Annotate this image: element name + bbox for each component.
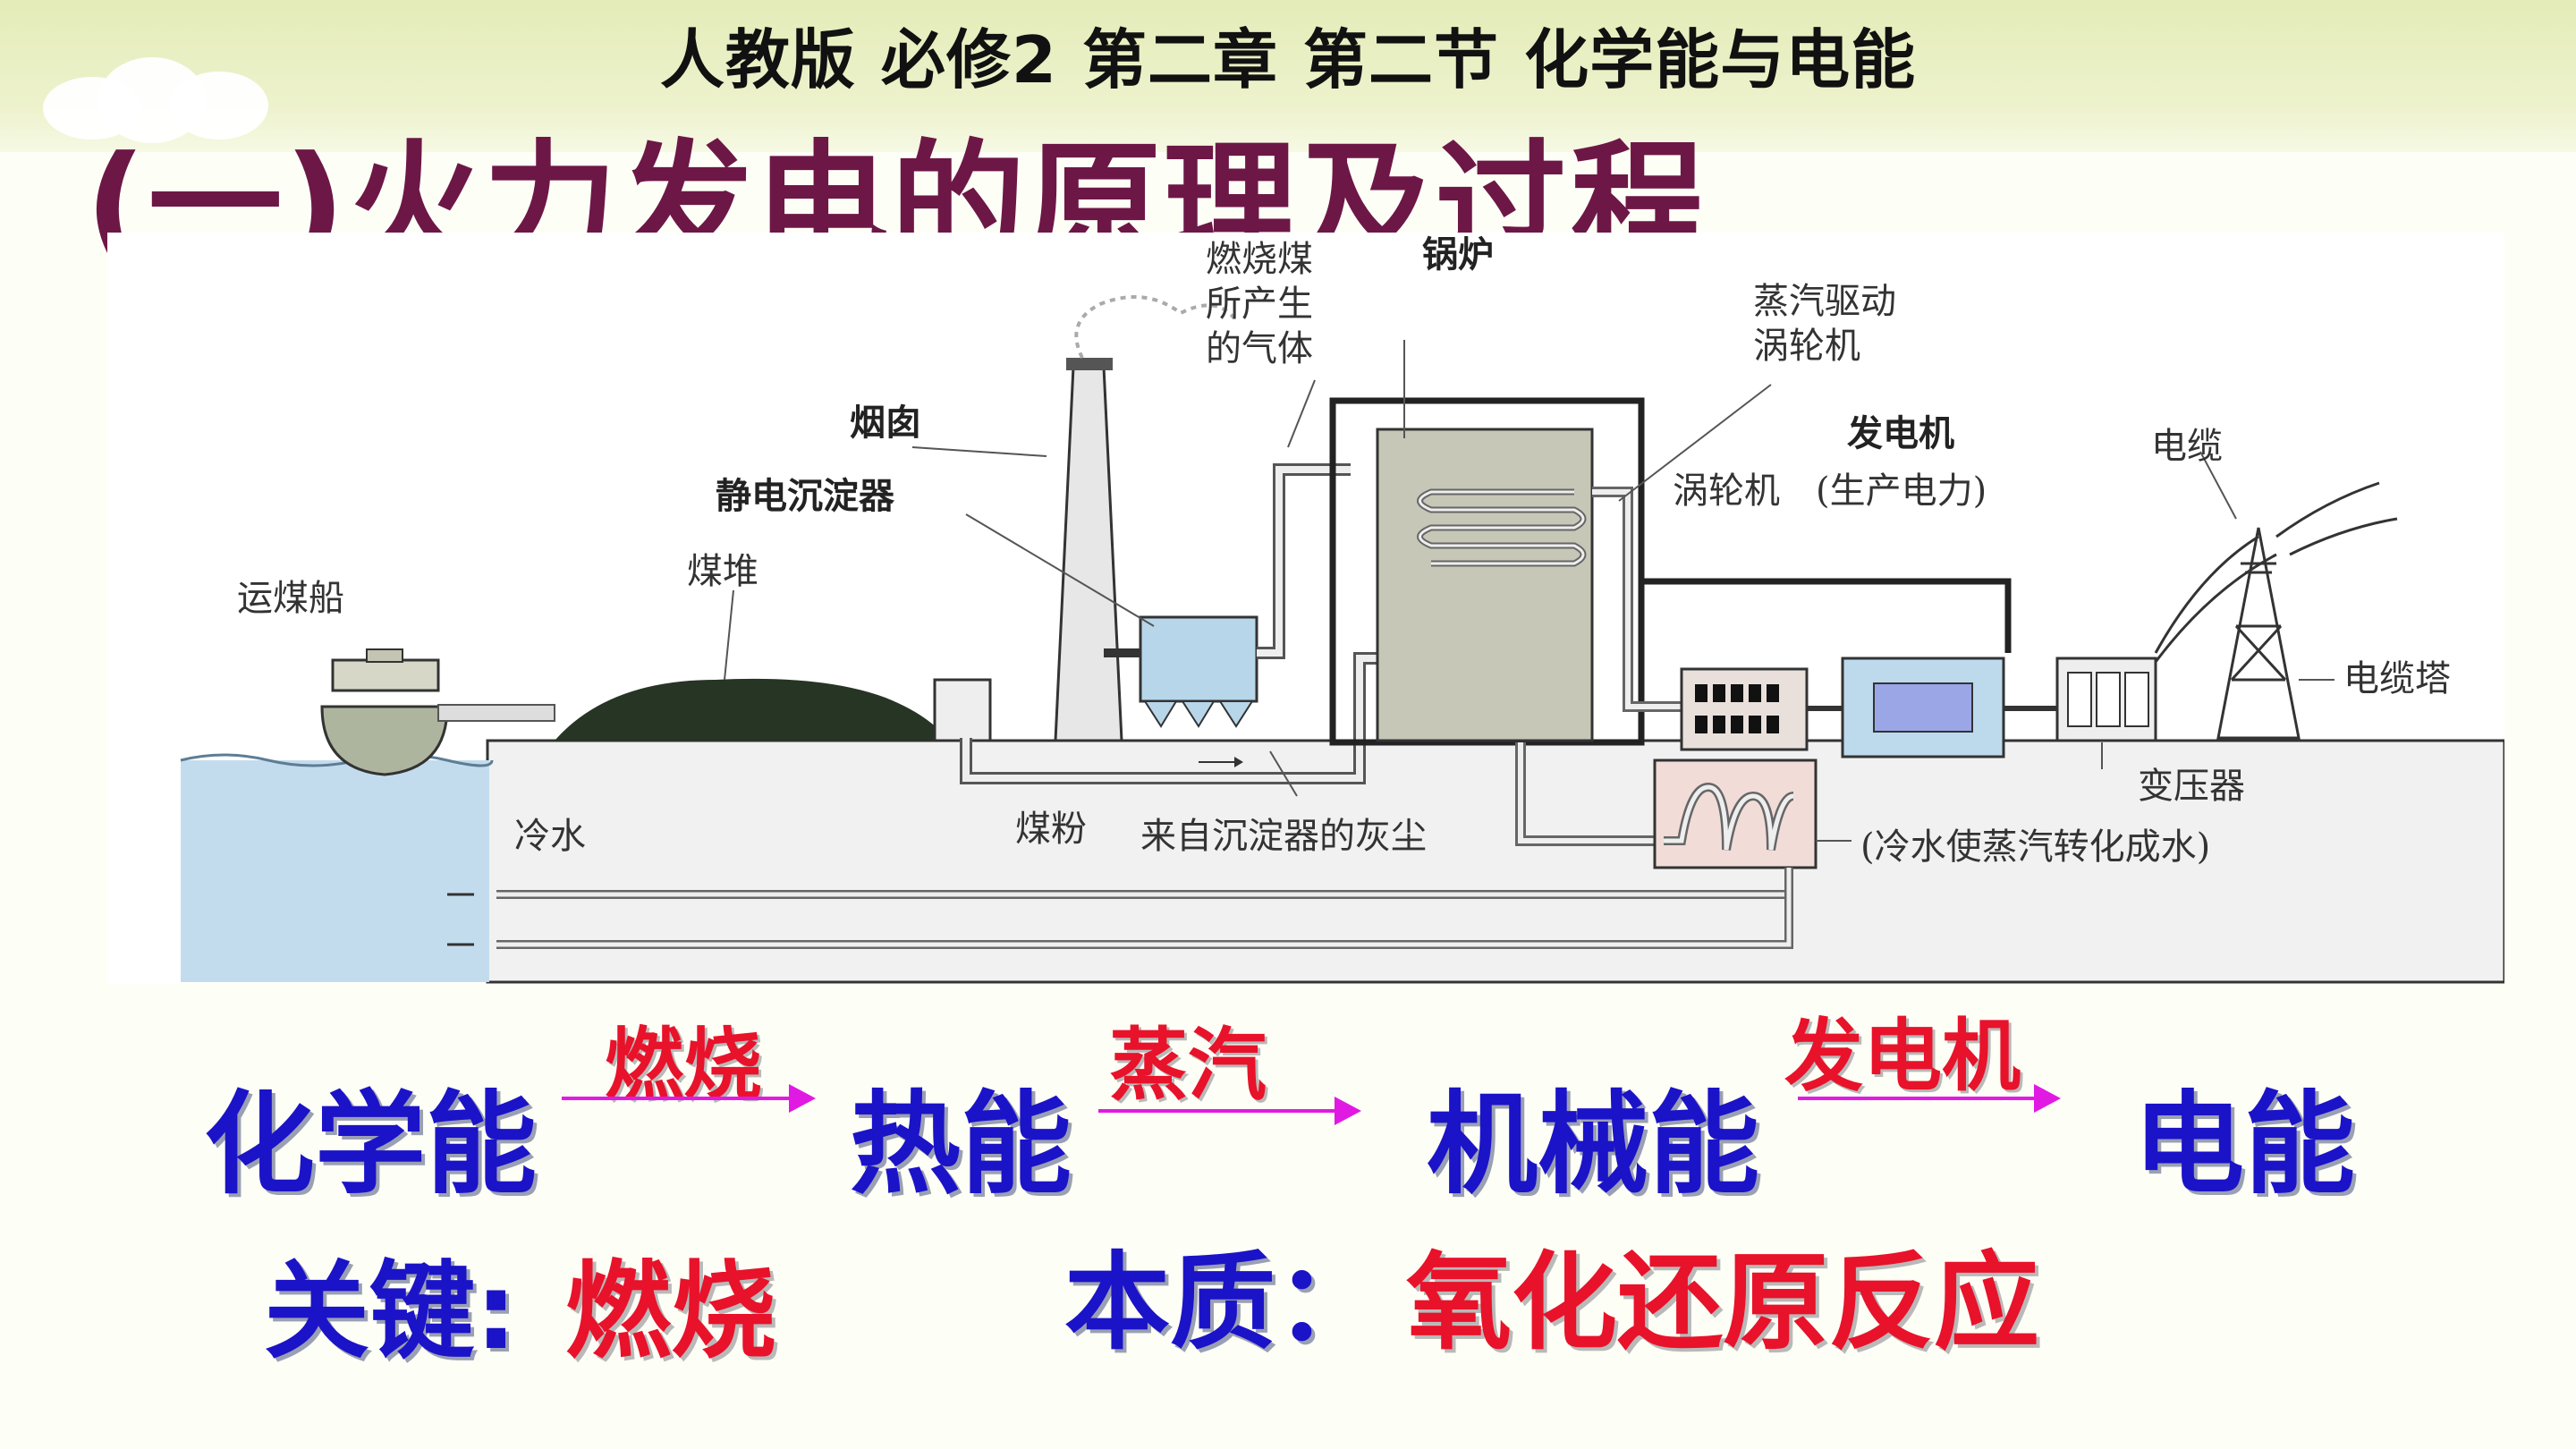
flow-arrow-1: [562, 1084, 816, 1113]
label-generator: 发电机: [1847, 413, 1954, 454]
summary-essence-value: 氧化还原反应: [1406, 1241, 2040, 1364]
course-header: 人教版必修2 第二章第二节化学能与电能: [0, 7, 2576, 101]
label-coal-pile: 煤堆: [687, 551, 758, 592]
flow-chemical-energy: 化学能: [204, 1080, 538, 1209]
flow-step-combustion: 燃烧: [605, 1019, 763, 1111]
label-boiler: 锅炉: [1422, 234, 1494, 275]
header-topic: 化学能与电能: [1524, 22, 1917, 97]
label-cable: 电缆: [2151, 426, 2223, 467]
label-flue-gas: 燃烧煤 所产生 的气体: [1206, 239, 1313, 369]
label-cold-water: 冷水: [514, 816, 586, 857]
top-banner: [0, 0, 2576, 152]
summary-essence-label: 本质：: [1064, 1241, 1382, 1364]
power-plant-illustration: [180, 295, 2504, 984]
label-precipitator: 静电沉淀器: [716, 476, 894, 517]
label-steam-turbine-drive: 蒸汽驱动 涡轮机: [1753, 281, 1896, 367]
header-chapter: 第二章: [1082, 22, 1279, 97]
label-condenser: (冷水使蒸汽转化成水): [1860, 826, 2211, 868]
header-publisher: 人教版: [659, 22, 856, 97]
header-book: 必修2: [880, 22, 1058, 97]
flow-arrow-2: [1098, 1097, 1361, 1125]
flow-electric-energy: 电能: [2133, 1080, 2356, 1209]
flow-arrow-3: [1798, 1084, 2061, 1113]
label-generator-note: (生产电力): [1816, 470, 1987, 512]
header-section: 第二节: [1303, 22, 1500, 97]
label-coal-ship: 运煤船: [237, 578, 344, 619]
label-ash: 来自沉淀器的灰尘: [1140, 816, 1427, 857]
flow-mechanical-energy: 机械能: [1427, 1080, 1760, 1209]
label-turbine: 涡轮机: [1673, 470, 1780, 512]
label-chimney: 烟囱: [850, 402, 921, 444]
flow-step-steam: 蒸汽: [1109, 1019, 1267, 1111]
label-transformer: 变压器: [2138, 766, 2245, 807]
label-coal-powder: 煤粉: [1015, 809, 1087, 850]
flow-heat-energy: 热能: [850, 1080, 1072, 1209]
summary-key-value: 燃烧: [565, 1250, 777, 1373]
summary-key-label: 关键:: [264, 1250, 518, 1373]
flow-step-generator: 发电机: [1784, 1010, 2021, 1102]
label-cable-tower: 电缆塔: [2343, 658, 2451, 699]
power-plant-diagram: 运煤船 煤堆 静电沉淀器 烟囱 燃烧煤 所产生 的气体 锅炉 蒸汽驱动 涡轮机 …: [107, 233, 2504, 984]
